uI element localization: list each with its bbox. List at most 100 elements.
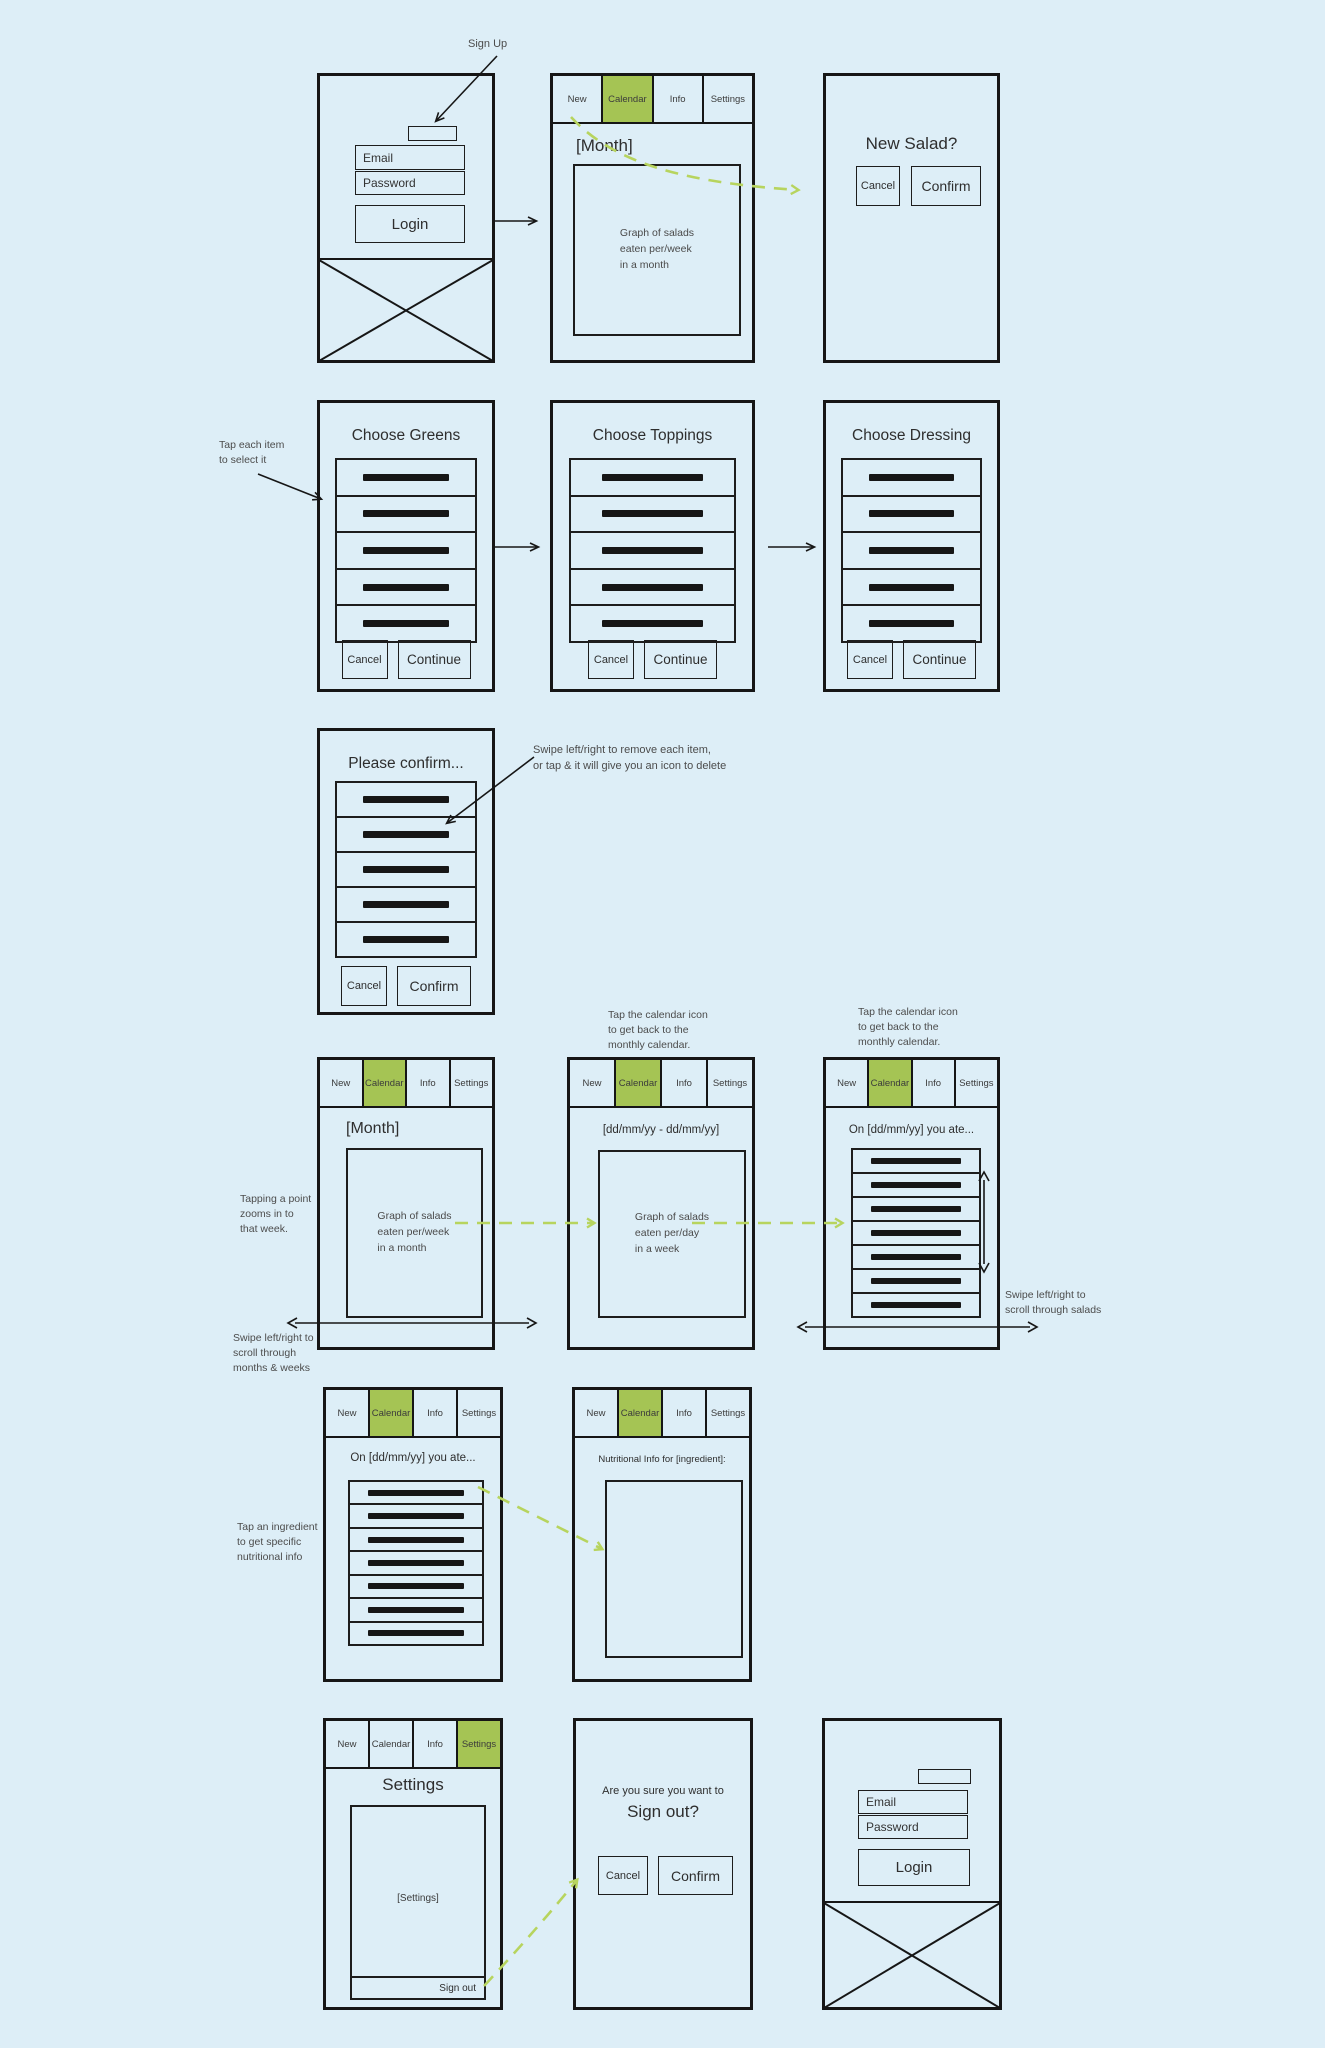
sign-up-button[interactable] <box>408 126 457 141</box>
list-item[interactable] <box>350 1552 482 1576</box>
list-item[interactable] <box>337 533 475 570</box>
list-item[interactable] <box>337 606 475 641</box>
nav-tab-info[interactable]: Info <box>407 1060 451 1106</box>
list-item[interactable] <box>843 497 980 534</box>
nav-tab-settings[interactable]: Settings <box>458 1721 500 1767</box>
list-item[interactable] <box>337 888 475 923</box>
nav-tab-calendar[interactable]: Calendar <box>363 1060 407 1106</box>
email-label: Email <box>363 150 394 165</box>
month-graph-placeholder[interactable]: Graph of salads eaten per/week in a mont… <box>573 164 741 336</box>
list-item[interactable] <box>350 1576 482 1600</box>
email-field[interactable]: Email <box>355 145 465 170</box>
nav-tab-calendar[interactable]: Calendar <box>619 1390 663 1436</box>
continue-button[interactable]: Continue <box>644 640 717 679</box>
confirm-button[interactable]: Confirm <box>658 1856 733 1895</box>
nav-tab-info[interactable]: Info <box>913 1060 956 1106</box>
list-item[interactable] <box>571 533 734 570</box>
item-text-placeholder <box>869 546 954 554</box>
list-item[interactable] <box>337 923 475 956</box>
list-item[interactable] <box>843 460 980 497</box>
nav-tab-info[interactable]: Info <box>414 1721 458 1767</box>
nav-tab-settings[interactable]: Settings <box>710 93 746 105</box>
nav-tab-calendar[interactable]: Calendar <box>370 1390 414 1436</box>
nav-tab-new[interactable]: New <box>826 1060 870 1106</box>
nav-tab-calendar[interactable]: Calendar <box>869 1060 913 1106</box>
sign-up-button[interactable] <box>918 1769 971 1784</box>
list-item[interactable] <box>337 818 475 853</box>
cancel-button[interactable]: Cancel <box>847 640 893 679</box>
list-item[interactable] <box>853 1222 979 1246</box>
list-item[interactable] <box>843 570 980 607</box>
nav-tab-settings[interactable]: Settings <box>712 1077 748 1089</box>
confirm-button[interactable]: Confirm <box>911 166 981 206</box>
list-item[interactable] <box>843 606 980 641</box>
continue-button[interactable]: Continue <box>903 640 976 679</box>
list-item[interactable] <box>853 1174 979 1198</box>
nav-tab-settings[interactable]: Settings <box>461 1407 497 1419</box>
email-field[interactable]: Email <box>858 1790 968 1814</box>
cancel-button[interactable]: Cancel <box>588 640 634 679</box>
cancel-button[interactable]: Cancel <box>341 966 387 1006</box>
confirm-button[interactable]: Confirm <box>397 966 471 1006</box>
list-item[interactable] <box>843 533 980 570</box>
nav-tab-calendar[interactable]: Calendar <box>616 1060 662 1106</box>
list-item[interactable] <box>337 783 475 818</box>
list-item[interactable] <box>337 853 475 888</box>
list-item[interactable] <box>350 1599 482 1623</box>
list-item[interactable] <box>350 1482 482 1506</box>
screen-choose-toppings: Choose Toppings Cancel Continue <box>550 400 755 692</box>
list-item[interactable] <box>571 497 734 534</box>
cancel-button[interactable]: Cancel <box>598 1856 648 1895</box>
login-button[interactable]: Login <box>355 205 465 243</box>
annotation-tap-calendar-1: Tap the calendar icon to get back to the… <box>608 1009 708 1052</box>
list-item[interactable] <box>350 1529 482 1553</box>
item-text-placeholder <box>363 546 449 554</box>
item-text-placeholder <box>870 1206 962 1212</box>
list-item[interactable] <box>853 1294 979 1316</box>
dressing-list <box>841 458 982 643</box>
sign-out-button[interactable]: Sign out <box>352 1976 484 1998</box>
item-text-placeholder <box>363 583 449 591</box>
list-item[interactable] <box>337 460 475 497</box>
login-button[interactable]: Login <box>858 1849 970 1886</box>
nav-tab-info[interactable]: Info <box>414 1390 458 1436</box>
nav-tab-new[interactable]: New <box>320 1060 364 1106</box>
item-text-placeholder <box>601 546 704 554</box>
nav-tab-settings[interactable]: Settings <box>710 1407 746 1419</box>
continue-button[interactable]: Continue <box>397 640 471 679</box>
list-item[interactable] <box>350 1505 482 1529</box>
nav-tab-new[interactable]: New <box>553 76 604 122</box>
nav-tab-new[interactable]: New <box>570 1060 616 1106</box>
annotation-swipe-remove: Swipe left/right to remove each item, or… <box>533 744 727 772</box>
list-item[interactable] <box>853 1246 979 1270</box>
nav-tab-info[interactable]: Info <box>654 76 704 122</box>
cancel-button[interactable]: Cancel <box>341 640 388 679</box>
nav-tab-info[interactable]: Info <box>662 1060 708 1106</box>
month-graph-placeholder[interactable]: Graph of salads eaten per/week in a mont… <box>346 1148 483 1318</box>
nav-tab-calendar[interactable]: Calendar <box>370 1721 414 1767</box>
nav-tab-new[interactable]: New <box>326 1390 370 1436</box>
nav-tab-info[interactable]: Info <box>663 1390 707 1436</box>
nav-tab-new[interactable]: New <box>575 1390 619 1436</box>
list-item[interactable] <box>571 570 734 607</box>
list-item[interactable] <box>853 1150 979 1174</box>
nav-bar: New Calendar Info Settings <box>326 1390 500 1438</box>
list-item[interactable] <box>853 1270 979 1294</box>
password-field[interactable]: Password <box>858 1815 968 1839</box>
item-text-placeholder <box>869 620 954 628</box>
list-item[interactable] <box>571 460 734 497</box>
nav-tab-settings[interactable]: Settings <box>454 1077 489 1089</box>
list-item[interactable] <box>853 1198 979 1222</box>
list-item[interactable] <box>350 1623 482 1644</box>
list-item[interactable] <box>571 606 734 641</box>
nav-tab-new[interactable]: New <box>326 1721 370 1767</box>
week-graph-placeholder[interactable]: Graph of salads eaten per/day in a week <box>598 1150 746 1318</box>
nav-tab-settings[interactable]: Settings <box>959 1077 994 1089</box>
list-item[interactable] <box>337 497 475 534</box>
cancel-button[interactable]: Cancel <box>856 166 900 206</box>
list-item[interactable] <box>337 570 475 607</box>
nav-tab-calendar[interactable]: Calendar <box>603 76 654 122</box>
password-field[interactable]: Password <box>355 171 465 195</box>
sign-out-question-line1: Are you sure you want to <box>602 1785 724 1797</box>
